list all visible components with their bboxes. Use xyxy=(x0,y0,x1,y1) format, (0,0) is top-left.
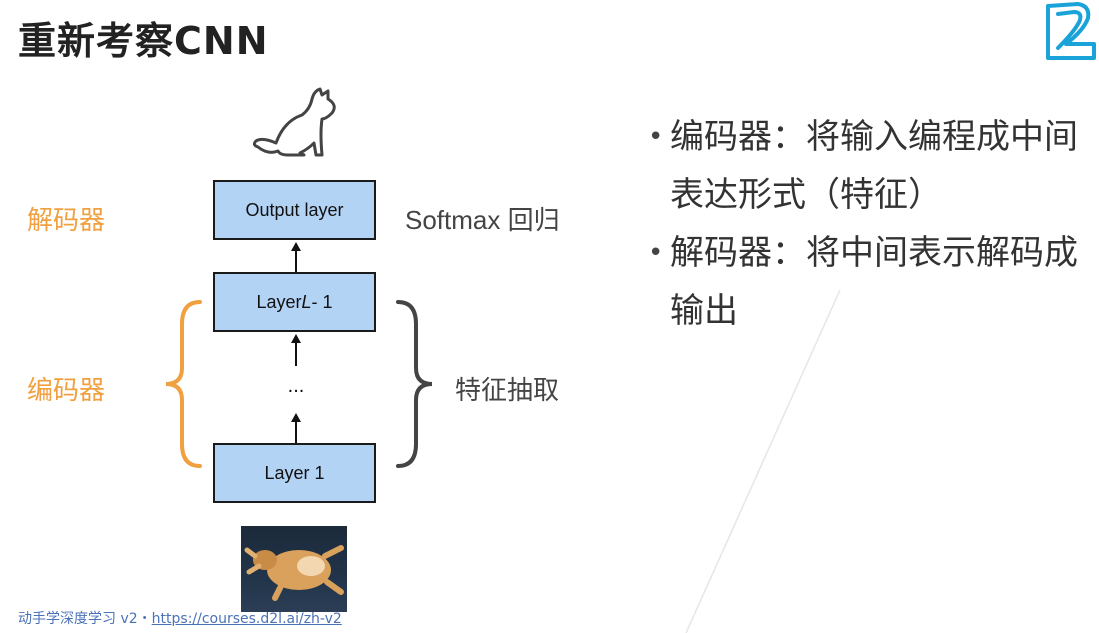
bullet-dot-icon: • xyxy=(648,238,664,268)
cat-photo-drawing xyxy=(244,545,344,601)
footer-text: 动手学深度学习 v2・ xyxy=(18,611,152,627)
feature-extraction-label: 特征抽取 xyxy=(455,375,560,405)
softmax-label: Softmax 回归 xyxy=(405,205,560,235)
bullet-text: 编码器：将输入编程成中间表达形式（特征） xyxy=(670,117,1078,215)
layer-l-minus-1-prefix: Layer xyxy=(256,291,302,312)
layer-l-italic: L xyxy=(301,291,312,312)
bullet-item: • 编码器：将输入编程成中间表达形式（特征） xyxy=(648,108,1078,224)
feature-brace-icon xyxy=(396,300,433,468)
bullet-list: • 编码器：将输入编程成中间表达形式（特征） • 解码器：将中间表示解码成输出 xyxy=(648,108,1078,340)
layer-1-label: Layer 1 xyxy=(264,462,325,483)
cat-photo xyxy=(241,526,347,612)
bullet-dot-icon: • xyxy=(648,122,664,152)
footer: 动手学深度学习 v2・https://courses.d2l.ai/zh-v2 xyxy=(18,608,342,628)
encoder-label: 编码器 xyxy=(27,376,106,406)
decoder-label: 解码器 xyxy=(27,206,106,236)
bullet-text: 解码器：将中间表示解码成输出 xyxy=(670,233,1078,331)
bullet-item: • 解码器：将中间表示解码成输出 xyxy=(648,224,1078,340)
layer-l-minus-1-suffix: - 1 xyxy=(311,291,333,312)
encoder-brace-icon xyxy=(165,300,202,468)
arrow-up-icon xyxy=(291,334,301,366)
output-layer-box: Output layer xyxy=(213,180,376,240)
output-layer-label: Output layer xyxy=(245,199,344,220)
layers-ellipsis: ... xyxy=(287,375,305,397)
d2l-logo xyxy=(1046,2,1096,60)
arrow-up-icon xyxy=(291,242,301,272)
arrow-up-icon xyxy=(291,413,301,443)
cat-icon xyxy=(252,87,336,157)
layer-1-box: Layer 1 xyxy=(213,443,376,503)
layer-l-minus-1-box: Layer L - 1 xyxy=(213,272,376,332)
slide-title: 重新考察CNN xyxy=(18,19,269,63)
footer-link[interactable]: https://courses.d2l.ai/zh-v2 xyxy=(151,611,342,627)
